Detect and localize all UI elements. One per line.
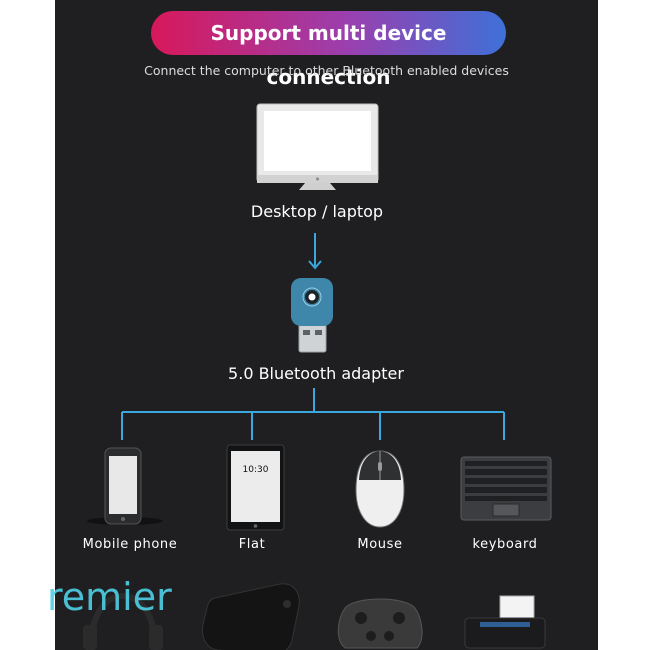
tablet-clock: 10:30	[243, 465, 269, 475]
device-label-mouse: Mouse	[357, 537, 403, 552]
device-label-keyboard: keyboard	[472, 537, 538, 552]
speaker-icon	[202, 583, 300, 650]
subtitle: Connect the computer to other Bluetooth …	[144, 63, 509, 78]
adapter-label: 5.0 Bluetooth adapter	[228, 364, 404, 383]
headphones-icon	[83, 592, 163, 650]
device-label-mobile-phone: Mobile phone	[82, 537, 178, 552]
product-panel: Support multi device connection Connect …	[55, 0, 598, 650]
device-connectors	[121, 388, 505, 440]
banner-title: Support multi device connection	[210, 21, 447, 89]
mouse-icon	[355, 450, 405, 528]
watermark-text: remier	[47, 575, 172, 619]
connector-arrow	[308, 233, 322, 270]
monitor-icon	[256, 103, 379, 190]
title-banner: Support multi device connection	[151, 11, 506, 89]
bluetooth-adapter-icon	[291, 278, 333, 353]
smartphone-icon	[87, 447, 163, 525]
connection-diagram: 10:30	[83, 103, 552, 650]
tablet-icon: 10:30	[226, 444, 285, 531]
device-label-flat: Flat	[238, 537, 266, 552]
keyboard-icon	[460, 456, 552, 521]
gamepad-icon	[337, 598, 423, 649]
desktop-label: Desktop / laptop	[250, 202, 384, 221]
printer-icon	[464, 595, 546, 649]
